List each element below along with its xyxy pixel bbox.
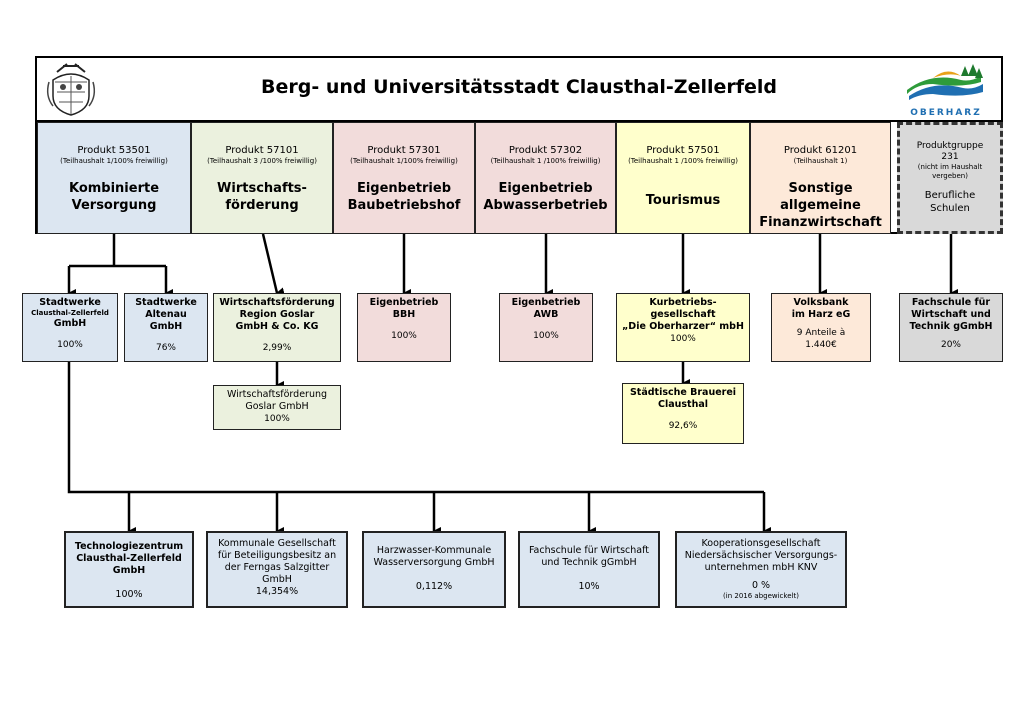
- eigenbetrieb-awb: Eigenbetrieb AWB 100%: [499, 293, 593, 362]
- product-57301: Produkt 57301 (Teilhaushalt 1/100% freiw…: [333, 122, 475, 234]
- stadtwerke-altenau: Stadtwerke Altenau GmbH 76%: [124, 293, 208, 362]
- page-title: Berg- und Universitätsstadt Clausthal-Ze…: [261, 76, 777, 98]
- header: Berg- und Universitätsstadt Clausthal-Ze…: [37, 58, 1001, 122]
- logo-text: OBERHARZ: [910, 108, 982, 118]
- product-57501: Produkt 57501 (Teilhaushalt 1 /100% frei…: [616, 122, 750, 234]
- product-53501: Produkt 53501 (Teilhaushalt 1/100% freiw…: [37, 122, 191, 234]
- kurbetriebsgesellschaft: Kurbetriebs- gesellschaft „Die Oberharze…: [616, 293, 750, 362]
- technologiezentrum: Technologiezentrum Clausthal-Zellerfeld …: [64, 531, 194, 608]
- product-61201: Produkt 61201 (Teilhaushalt 1) Sonstige …: [750, 122, 891, 234]
- stadtwerke-clausthal-zellerfeld: Stadtwerke Clausthal-Zellerfeld GmbH 100…: [22, 293, 118, 362]
- coat-of-arms-icon: [46, 63, 96, 116]
- wirtschaftsfoerderung-goslar: Wirtschaftsförderung Goslar GmbH 100%: [213, 385, 341, 430]
- oberharz-logo-icon: [907, 64, 983, 100]
- fachschule-wirtschaft-technik-top: Fachschule für Wirtschaft und Technik gG…: [899, 293, 1003, 362]
- fachschule-wirtschaft-technik-bottom: Fachschule für Wirtschaft und Technik gG…: [518, 531, 660, 608]
- wirtschaftsfoerderung-region-goslar: Wirtschaftsförderung Region Goslar GmbH …: [213, 293, 341, 362]
- product-57101: Produkt 57101 (Teilhaushalt 3 /100% frei…: [191, 122, 333, 234]
- harzwasser: Harzwasser-Kommunale Wasserversorgung Gm…: [362, 531, 506, 608]
- kommunale-gesellschaft-ferngas: Kommunale Gesellschaft für Beteiligungsb…: [206, 531, 348, 608]
- product-group-231: Produktgruppe 231 (nicht im Haushalt ver…: [897, 122, 1003, 234]
- oberharz-logo: OBERHARZ: [903, 62, 989, 118]
- staedtische-brauerei: Städtische Brauerei Clausthal 92,6%: [622, 383, 744, 444]
- product-57302: Produkt 57302 (Teilhaushalt 1 /100% frei…: [475, 122, 616, 234]
- eigenbetrieb-bbh: Eigenbetrieb BBH 100%: [357, 293, 451, 362]
- volksbank-im-harz: Volksbank im Harz eG 9 Anteile à 1.440€: [771, 293, 871, 362]
- kooperationsgesellschaft-knv: Kooperationsgesellschaft Niedersächsisch…: [675, 531, 847, 608]
